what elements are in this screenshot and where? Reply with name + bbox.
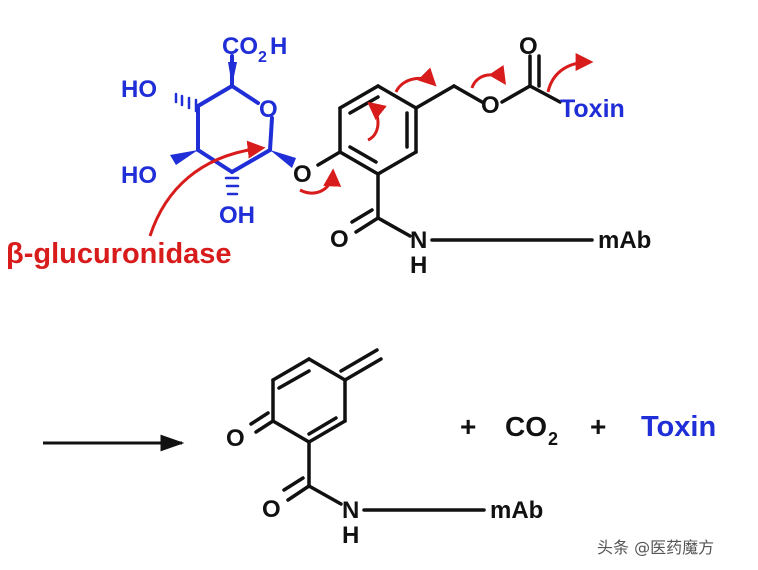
carboxyl-label: CO — [222, 33, 258, 60]
amide-hydrogen-label: H — [410, 252, 427, 279]
hydroxyl-top-label: HO — [121, 76, 157, 103]
co2-subscript: 2 — [548, 429, 558, 449]
hydroxyl-bottom-label: OH — [219, 202, 255, 229]
product-amide-hydrogen-label: H — [342, 522, 359, 549]
reactant-molecule: CO 2 H O HO HO OH — [6, 33, 651, 279]
product-antibody-label: mAb — [490, 497, 543, 524]
wedge-bond-icon — [228, 62, 237, 86]
antibody-label: mAb — [598, 227, 651, 254]
plus-sign-2: + — [590, 411, 606, 442]
glucuronide-moiety — [174, 54, 274, 196]
watermark-text: 头条 @医药魔方 — [597, 538, 714, 557]
product-amide-oxygen-label: O — [262, 496, 281, 523]
wedge-bond-icon — [170, 150, 198, 165]
carboxyl-h-label: H — [270, 33, 287, 60]
electron-arrow-icon — [299, 168, 342, 195]
ester-carbonyl-oxygen-label: O — [519, 33, 538, 60]
hash-bond-icon — [174, 92, 198, 113]
electron-arrow-icon — [367, 101, 387, 142]
ring-oxygen-label: O — [259, 96, 278, 123]
electron-arrow-icon — [394, 67, 437, 93]
electron-arrow-icon — [148, 140, 266, 237]
released-toxin-label: Toxin — [641, 411, 716, 443]
hash-bond-icon — [224, 176, 240, 196]
electron-arrow-icon — [546, 53, 594, 93]
carboxyl-subscript: 2 — [258, 49, 267, 66]
quinone-methide-product: O O N H mAb — [226, 348, 543, 549]
electron-arrows — [148, 53, 594, 237]
wedge-bond-icon — [270, 150, 296, 168]
co2-label: CO — [505, 411, 547, 442]
product-amide-nitrogen-label: N — [342, 497, 359, 524]
enzyme-label: β-glucuronidase — [6, 238, 232, 270]
quinone-oxygen-label: O — [226, 425, 245, 452]
amide-nitrogen-label: N — [410, 227, 427, 254]
ester-oxygen-label: O — [481, 92, 500, 119]
electron-arrow-icon — [470, 65, 507, 89]
amide-oxygen-label: O — [330, 226, 349, 253]
plus-sign-1: + — [460, 411, 476, 442]
byproducts: + CO 2 + Toxin — [460, 411, 716, 449]
hydroxyl-left-label: HO — [121, 162, 157, 189]
benzyl-linker — [316, 54, 594, 242]
toxin-label: Toxin — [560, 95, 625, 123]
linker-oxygen-label: O — [293, 161, 312, 188]
